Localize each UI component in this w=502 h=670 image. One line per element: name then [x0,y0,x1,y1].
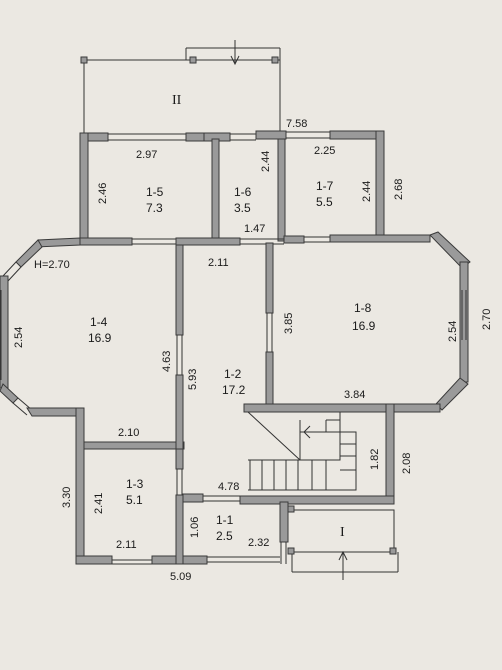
dimension-label: 5.93 [187,369,199,390]
zone-label-ii: II [172,93,182,108]
dimension-label: 2.10 [118,427,139,439]
room-code: 1-1 [216,513,234,527]
dimension-labels: 2.97 7.58 2.25 2.46 2.44 2.44 2.68 1.47 … [13,118,493,583]
porch-top [80,40,281,136]
dimension-label: 2.11 [208,257,229,269]
room-code: 1-7 [316,179,334,193]
room-1-4: 1-4 16.9 [88,315,112,345]
room-code: 1-4 [90,315,108,329]
dimension-label: 1.47 [244,223,265,235]
dimension-label: 2.44 [361,181,373,202]
dimension-label: 3.85 [283,313,295,334]
dimension-label: 1.82 [369,449,381,470]
dimension-label: 3.30 [61,487,73,508]
dimension-label: 2.08 [401,453,413,474]
room-1-6: 1-6 3.5 [234,185,252,215]
room-code: 1-6 [234,185,252,199]
dimension-label: 1.06 [189,517,201,538]
dimension-label: 7.58 [286,118,307,130]
room-area: 17.2 [222,383,246,397]
dimension-label: 5.09 [170,571,191,583]
dimension-label: H=2.70 [34,259,70,271]
room-1-5: 1-5 7.3 [146,185,164,215]
staircase [247,411,357,491]
room-code: 1-8 [354,301,372,315]
room-area: 3.5 [234,201,251,215]
room-area: 5.5 [316,195,333,209]
dimension-label: 2.68 [393,179,405,200]
room-area: 7.3 [146,201,163,215]
zone-label-i: I [340,525,345,540]
dimension-label: 2.25 [314,145,335,157]
dimension-label: 4.78 [218,481,239,493]
room-1-7: 1-7 5.5 [316,179,334,209]
dimension-label: 2.11 [116,539,137,551]
dimension-label: 2.54 [13,327,25,348]
room-1-1: 1-1 2.5 [216,513,234,543]
room-code: 1-2 [224,367,242,381]
room-1-3: 1-3 5.1 [126,477,144,507]
room-area: 5.1 [126,493,143,507]
dimension-label: 2.32 [248,537,269,549]
dimension-label: 2.46 [97,183,109,204]
room-area: 16.9 [88,331,112,345]
dimension-label: 2.70 [481,309,493,330]
dimension-label: 2.44 [260,151,272,172]
dimension-label: 2.41 [93,493,105,514]
dimension-label: 3.84 [344,389,365,401]
dimension-label: 2.97 [136,149,157,161]
room-1-2: 1-2 17.2 [222,367,246,397]
walls [0,130,471,565]
room-area: 2.5 [216,529,233,543]
room-1-8: 1-8 16.9 [352,301,376,333]
room-code: 1-5 [146,185,164,199]
room-area: 16.9 [352,319,376,333]
dimension-label: 2.54 [447,321,459,342]
dimension-label: 4.63 [161,351,173,372]
porch-bottom [287,505,399,580]
room-code: 1-3 [126,477,144,491]
